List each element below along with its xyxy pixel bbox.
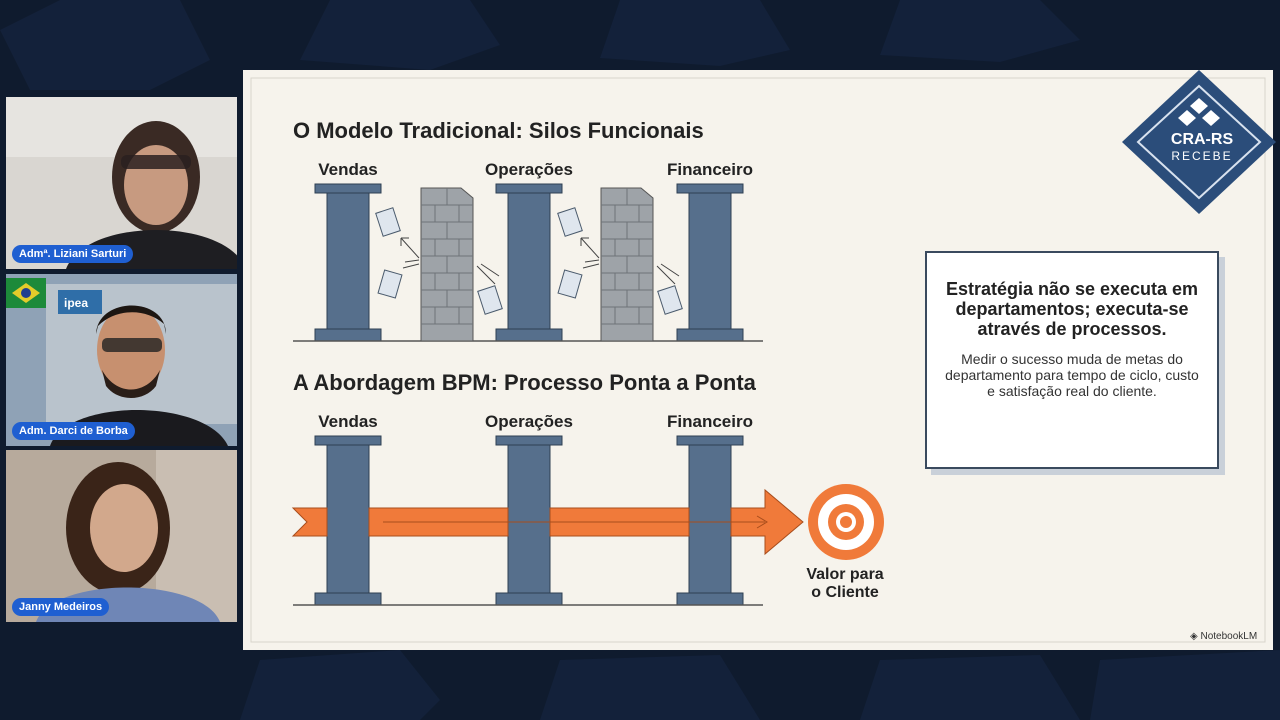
process-arrow <box>291 507 328 537</box>
pillar-vendas-silo <box>314 183 382 342</box>
callout-body: Medir o sucesso muda de metas do departa… <box>945 351 1199 399</box>
notebooklm-icon: ◈ <box>1190 631 1201 642</box>
label-financeiro: Financeiro <box>667 160 753 179</box>
participant-tile[interactable]: Admª. Liziani Sarturi <box>6 97 237 269</box>
cra-logo-icon <box>1178 98 1220 126</box>
document-icon <box>657 285 683 315</box>
target-label: Valor para o Cliente <box>775 566 915 602</box>
pillar-operacoes-bpm <box>495 435 563 606</box>
key-message-callout: Estratégia não se executa em departament… <box>925 251 1219 469</box>
label-operacoes: Operações <box>485 412 573 431</box>
heading-bpm-approach: A Abordagem BPM: Processo Ponta a Ponta <box>293 370 756 395</box>
document-icon <box>477 285 503 315</box>
participant-name-tag: Adm. Darci de Borba <box>12 422 135 440</box>
target-icon <box>808 484 884 560</box>
slide-graphics <box>250 77 1266 643</box>
document-icon <box>377 269 403 299</box>
participant-video <box>6 97 237 269</box>
participant-tile[interactable]: Janny Medeiros <box>6 450 237 622</box>
label-operacoes: Operações <box>485 160 573 179</box>
target-label-line1: Valor para <box>806 566 884 583</box>
svg-text:ipea: ipea <box>64 296 88 310</box>
badge-subtitle: RECEBE <box>1171 149 1233 163</box>
participant-tile[interactable]: ipea Adm. Darci de Borba <box>6 274 237 446</box>
brick-wall-2 <box>600 187 654 342</box>
callout-title: Estratégia não se executa em departament… <box>945 279 1199 339</box>
document-icon <box>375 207 401 237</box>
cra-rs-badge <box>1122 70 1276 214</box>
shared-slide: O Modelo Tradicional: Silos Funcionais V… <box>243 70 1273 650</box>
heading-traditional-model: O Modelo Tradicional: Silos Funcionais <box>293 118 704 143</box>
brick-wall-1 <box>420 187 474 342</box>
label-vendas: Vendas <box>318 160 378 179</box>
pillar-financeiro-silo <box>676 183 744 342</box>
document-icon <box>557 207 583 237</box>
label-vendas: Vendas <box>318 412 378 431</box>
notebooklm-watermark: ◈ NotebookLM <box>1190 631 1257 642</box>
participant-video <box>6 450 237 622</box>
pillar-operacoes-silo <box>495 183 563 342</box>
label-financeiro: Financeiro <box>667 412 753 431</box>
notebooklm-label: NotebookLM <box>1200 631 1258 642</box>
document-icon <box>557 269 583 299</box>
participant-name-tag: Admª. Liziani Sarturi <box>12 245 134 263</box>
participant-name-tag: Janny Medeiros <box>12 598 110 616</box>
participant-video: ipea <box>6 274 237 446</box>
badge-title: CRA-RS <box>1170 131 1234 148</box>
pillar-vendas-bpm <box>314 435 382 606</box>
target-label-line2: o Cliente <box>811 584 879 601</box>
